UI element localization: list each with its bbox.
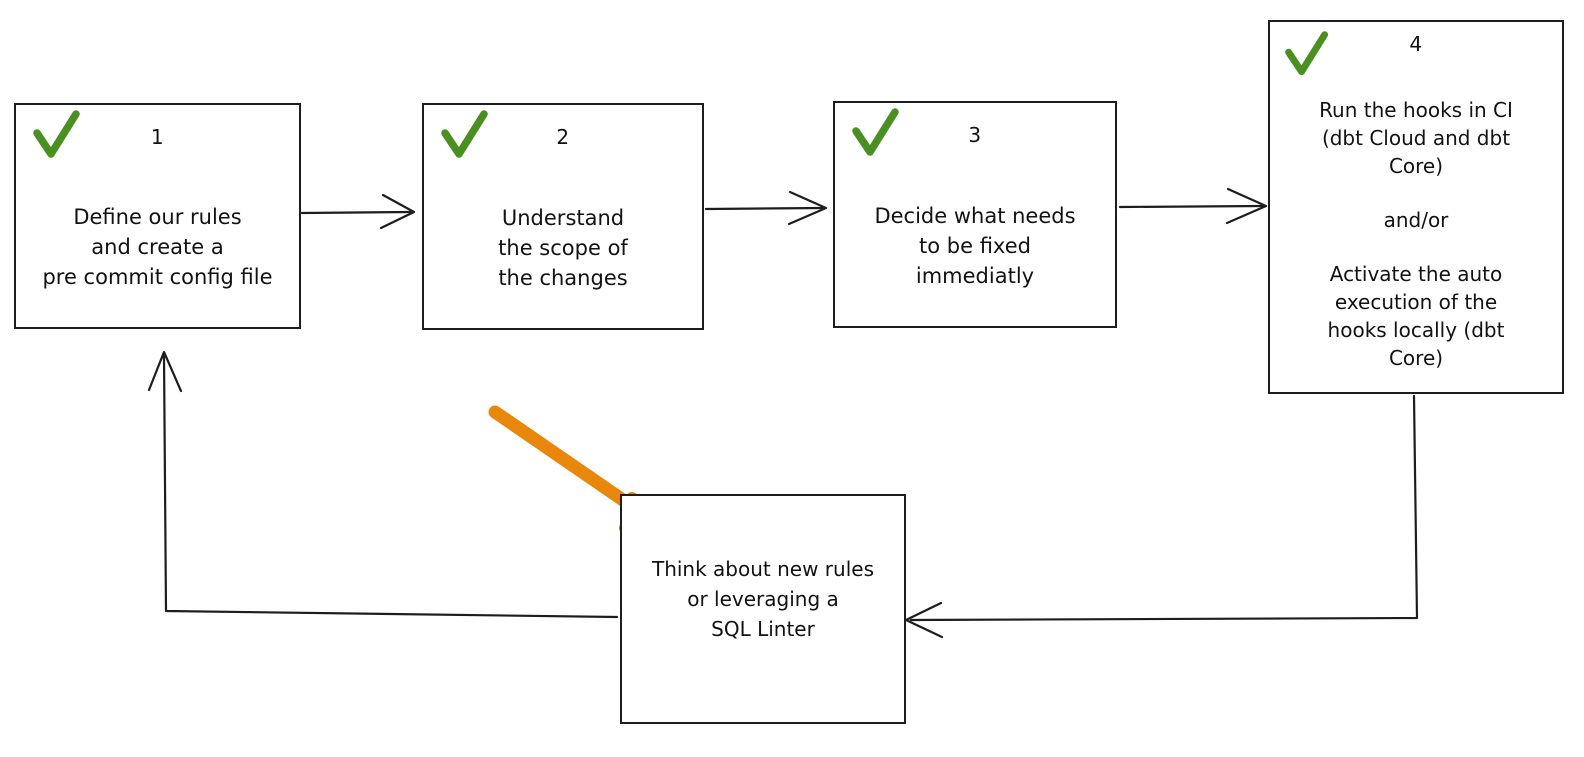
- node-4-header: 4: [1270, 22, 1562, 76]
- node-4-p2-line-1: and/or: [1383, 208, 1449, 232]
- node-4-p1-line-3: Core): [1388, 154, 1444, 178]
- green-checkmark-icon: [33, 110, 80, 158]
- node-2-line-1: Understand: [501, 205, 625, 230]
- node-4-p1-line-1: Run the hooks in CI: [1319, 98, 1513, 122]
- node-1-line-3: pre commit config file: [42, 265, 273, 289]
- green-checkmark-icon: [441, 110, 488, 158]
- green-checkmark-icon: [1285, 31, 1329, 76]
- flowchart-node-5[interactable]: Think about new rules or leveraging a SQ…: [620, 494, 906, 724]
- green-checkmark-icon: [852, 108, 899, 156]
- connector-arrow-node3-to-node4: [1118, 187, 1268, 225]
- node-5-line-1: Think about new rules: [651, 557, 874, 581]
- node-4-p3-line-4: Core): [1388, 346, 1444, 370]
- node-2-header: 2: [424, 105, 702, 167]
- flowchart-node-1[interactable]: 1 Define our rules and create a pre comm…: [14, 103, 301, 329]
- flowchart-node-3[interactable]: 3 Decide what needs to be fixed immediat…: [833, 101, 1117, 328]
- node-1-line-2: and create a: [91, 235, 224, 259]
- node-3-line-1: Decide what needs: [874, 203, 1076, 228]
- node-4-number: 4: [1409, 32, 1423, 56]
- flowchart-node-2[interactable]: 2 Understand the scope of the changes: [422, 103, 704, 330]
- node-3-header: 3: [835, 103, 1115, 165]
- node-1-header: 1: [16, 105, 299, 167]
- node-4-p3-line-1: Activate the auto: [1329, 262, 1503, 286]
- node-2-line-2: the scope of: [498, 235, 628, 260]
- node-3-line-3: immediatly: [915, 263, 1035, 288]
- node-4-p3-line-2: execution of the: [1334, 290, 1498, 314]
- node-1-number: 1: [150, 125, 165, 149]
- node-4-p3-line-3: hooks locally (dbt: [1327, 318, 1505, 342]
- node-5-body: Think about new rules or leveraging a SQ…: [622, 496, 904, 722]
- node-4-p1-line-2: (dbt Cloud and dbt: [1321, 126, 1511, 150]
- node-3-line-2: to be fixed: [919, 233, 1031, 258]
- flowchart-node-4[interactable]: 4 Run the hooks in CI (dbt Cloud and dbt…: [1268, 20, 1564, 394]
- node-2-number: 2: [556, 125, 570, 149]
- node-5-line-3: SQL Linter: [711, 617, 815, 641]
- connector-arrow-node5-to-node1: [147, 350, 619, 619]
- node-1-body: Define our rules and create a pre commit…: [16, 167, 299, 327]
- connector-arrow-node2-to-node3: [704, 190, 828, 226]
- connector-arrow-node1-to-node2: [300, 193, 416, 230]
- node-1-line-1: Define our rules: [73, 205, 242, 229]
- node-4-paragraph-2: and/or: [1384, 206, 1449, 234]
- node-3-body: Decide what needs to be fixed immediatly: [835, 165, 1115, 326]
- connector-arrow-node4-to-node5: [904, 394, 1419, 639]
- node-5-line-2: or leveraging a: [687, 587, 839, 611]
- node-2-body: Understand the scope of the changes: [424, 167, 702, 328]
- node-2-line-3: the changes: [498, 265, 628, 290]
- node-3-number: 3: [968, 123, 982, 147]
- node-4-body: Run the hooks in CI (dbt Cloud and dbt C…: [1270, 76, 1562, 392]
- node-4-paragraph-1: Run the hooks in CI (dbt Cloud and dbt C…: [1319, 96, 1513, 180]
- node-4-paragraph-3: Activate the auto execution of the hooks…: [1328, 260, 1505, 372]
